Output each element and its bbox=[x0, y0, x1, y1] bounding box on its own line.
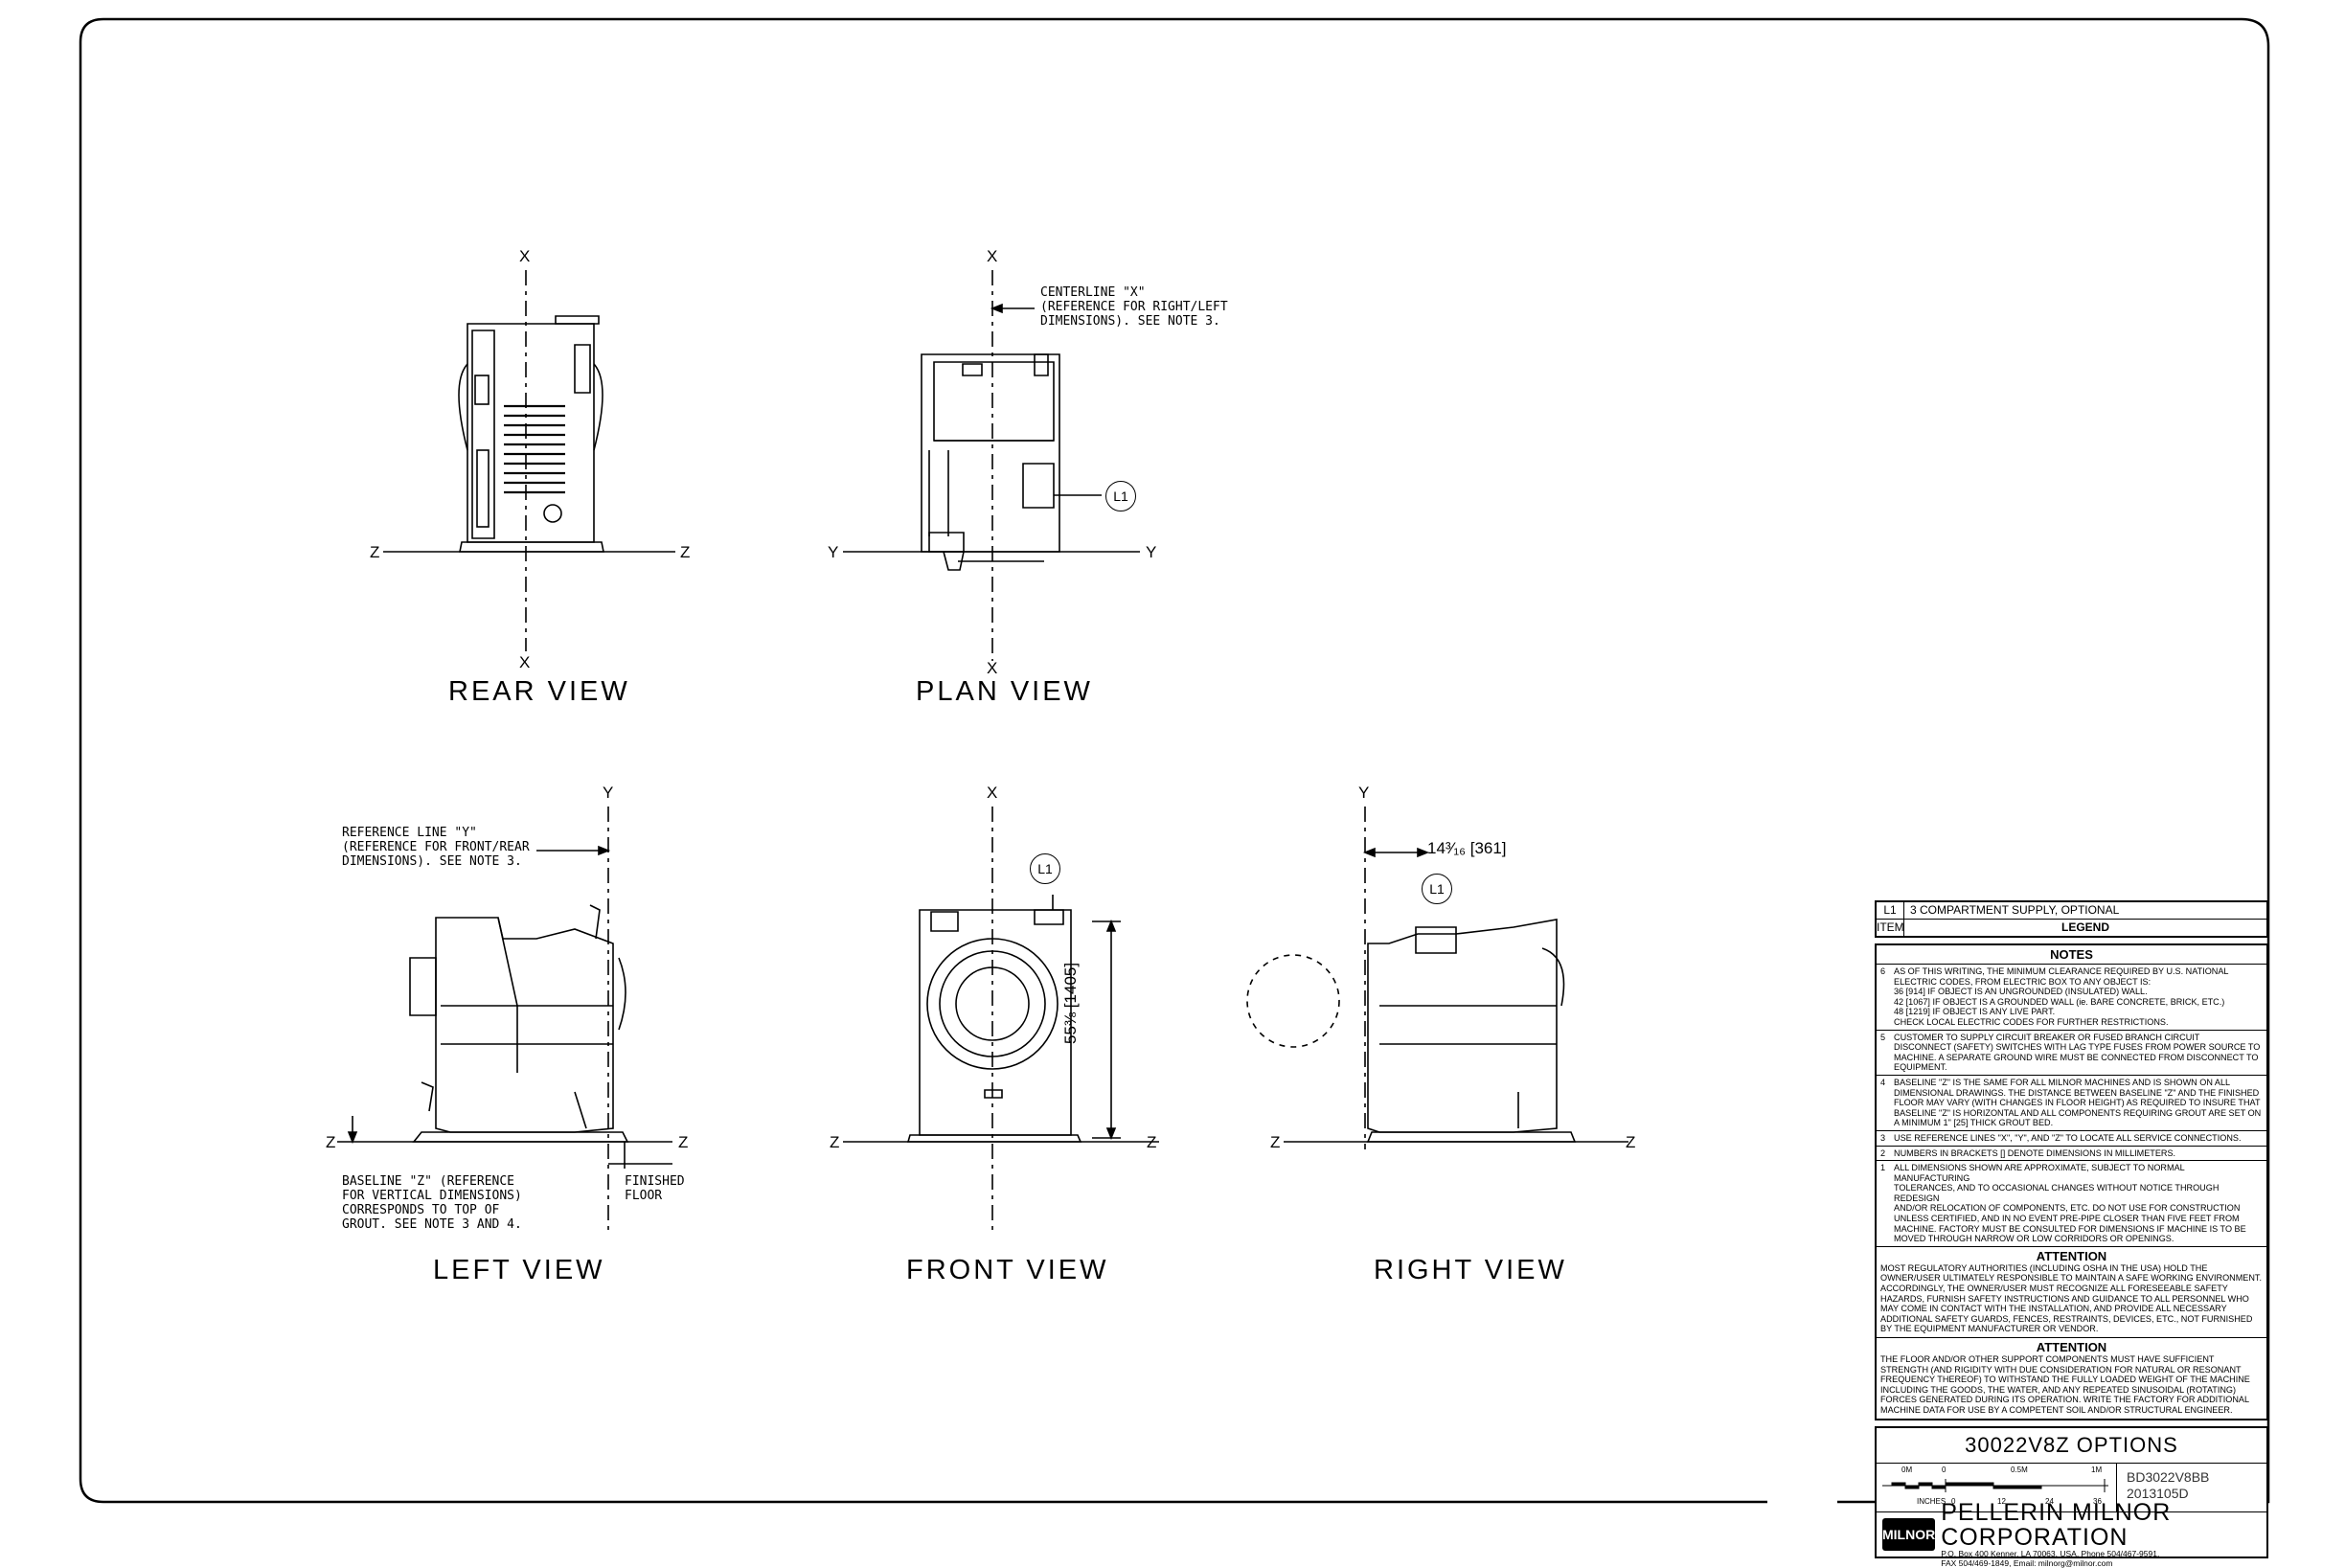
note-number: 6 bbox=[1880, 966, 1886, 976]
scale-label: 0.5M bbox=[2011, 1465, 2028, 1474]
scale-inch-label: 24 bbox=[2045, 1496, 2054, 1506]
front-height-dimension: 55⅜ [1405] bbox=[1061, 962, 1080, 1044]
right-view-title: RIGHT VIEW bbox=[1374, 1255, 1567, 1285]
note-number: 1 bbox=[1880, 1163, 1886, 1173]
note-text: BASELINE "Z" IS THE SAME FOR ALL MILNOR … bbox=[1894, 1077, 2262, 1128]
scale-inch-label: 12 bbox=[1997, 1496, 2006, 1506]
scale-bar-graphic bbox=[1882, 1478, 2108, 1492]
front-balloon-l1: L1 bbox=[1030, 853, 1060, 884]
plan-axis-y-right: Y bbox=[1146, 543, 1157, 561]
rear-view-drawing bbox=[383, 270, 675, 651]
right-view-drawing bbox=[1246, 807, 1628, 1149]
plan-axis-x-bottom: X bbox=[987, 659, 998, 677]
finished-floor-note: FINISHED FLOOR bbox=[625, 1174, 685, 1203]
scale-row: 0M 0 0.5M 1M INCHES 0 12 24 36 bbox=[1877, 1463, 2266, 1512]
rear-axis-x-bottom: X bbox=[519, 653, 531, 671]
right-balloon-l1: L1 bbox=[1422, 874, 1452, 904]
note-text: CUSTOMER TO SUPPLY CIRCUIT BREAKER OR FU… bbox=[1894, 1032, 2261, 1073]
front-axis-x: X bbox=[987, 784, 998, 802]
plan-axis-x-top: X bbox=[987, 247, 998, 265]
company-row: MILNOR PELLERIN MILNOR CORPORATION P.O. … bbox=[1877, 1500, 2266, 1567]
legend-header-row: ITEM LEGEND bbox=[1877, 920, 2266, 936]
drawing-revision: 2013105D bbox=[2127, 1485, 2189, 1501]
front-view-title: FRONT VIEW bbox=[906, 1255, 1109, 1285]
note-text: AS OF THIS WRITING, THE MINIMUM CLEARANC… bbox=[1894, 966, 2229, 1027]
baseline-z-note: BASELINE "Z" (REFERENCE FOR VERTICAL DIM… bbox=[342, 1174, 522, 1232]
note-item: 3 USE REFERENCE LINES "X", "Y", AND "Z" T… bbox=[1877, 1129, 2266, 1146]
centerline-x-note: CENTERLINE "X" (REFERENCE FOR RIGHT/LEFT… bbox=[1040, 285, 1228, 329]
note-number: 5 bbox=[1880, 1032, 1886, 1042]
attention-title: ATTENTION bbox=[1877, 1245, 2266, 1263]
attention-text: MOST REGULATORY AUTHORITIES (INCLUDING O… bbox=[1880, 1262, 2262, 1334]
note-item: 5 CUSTOMER TO SUPPLY CIRCUIT BREAKER OR F… bbox=[1877, 1029, 2266, 1075]
legend-header-item: ITEM bbox=[1877, 920, 1904, 936]
rear-axis-z-left: Z bbox=[370, 543, 380, 561]
drawing-title: 30022V8Z OPTIONS bbox=[1877, 1428, 2266, 1464]
rear-view-title: REAR VIEW bbox=[448, 676, 630, 707]
drawing-number-block: BD3022V8BB 2013105D bbox=[2117, 1464, 2266, 1511]
front-axis-z-left: Z bbox=[830, 1133, 840, 1151]
note-number: 3 bbox=[1880, 1132, 1886, 1143]
note-item: 6 AS OF THIS WRITING, THE MINIMUM CLEARAN… bbox=[1877, 964, 2266, 1030]
plan-view-title: PLAN VIEW bbox=[916, 676, 1093, 707]
note-number: 4 bbox=[1880, 1077, 1886, 1087]
left-axis-y: Y bbox=[603, 784, 614, 802]
legend-table: L1 3 COMPARTMENT SUPPLY, OPTIONAL ITEM L… bbox=[1875, 900, 2268, 938]
scale-label: 1M bbox=[2091, 1465, 2103, 1474]
left-axis-z-left: Z bbox=[326, 1133, 336, 1151]
notes-title: NOTES bbox=[2050, 947, 2093, 962]
attention-text: THE FLOOR AND/OR OTHER SUPPORT COMPONENT… bbox=[1880, 1354, 2250, 1415]
scale-inch-label: INCHES bbox=[1917, 1496, 1947, 1506]
note-number: 2 bbox=[1880, 1148, 1886, 1158]
company-address: P.O. Box 400 Kenner, LA 70063, USA, Phon… bbox=[1941, 1549, 2160, 1559]
scale-label: 0 bbox=[1942, 1465, 1947, 1474]
sheet-border bbox=[79, 17, 2270, 1504]
legend-header: LEGEND bbox=[2060, 920, 2109, 934]
note-text: USE REFERENCE LINES "X", "Y", AND "Z" TO… bbox=[1894, 1132, 2242, 1143]
drawing-sheet bbox=[79, 17, 2270, 1504]
right-offset-dimension: 14³⁄₁₆ [361] bbox=[1427, 839, 1507, 857]
right-axis-y: Y bbox=[1358, 784, 1370, 802]
plan-view-drawing bbox=[843, 270, 1140, 661]
legend-item-id: L1 bbox=[1877, 902, 1904, 919]
legend-item-text: 3 COMPARTMENT SUPPLY, OPTIONAL bbox=[1910, 903, 2120, 917]
company-contact: FAX 504/469-1849, Email: milnorg@milnor.… bbox=[1941, 1557, 2113, 1568]
note-text: ALL DIMENSIONS SHOWN ARE APPROXIMATE, SU… bbox=[1894, 1163, 2246, 1244]
legend-row: L1 3 COMPARTMENT SUPPLY, OPTIONAL bbox=[1877, 902, 2266, 920]
note-item: 4 BASELINE "Z" IS THE SAME FOR ALL MILNOR… bbox=[1877, 1074, 2266, 1130]
note-item: 2 NUMBERS IN BRACKETS [] DENOTE DIMENSION… bbox=[1877, 1145, 2266, 1161]
scale-inch-label: 0 bbox=[1951, 1496, 1956, 1506]
plan-axis-y-left: Y bbox=[828, 543, 839, 561]
notes-panel: NOTES 6 AS OF THIS WRITING, THE MINIMUM C… bbox=[1875, 943, 2268, 1420]
left-axis-z-right: Z bbox=[678, 1133, 689, 1151]
title-block: L1 3 COMPARTMENT SUPPLY, OPTIONAL ITEM L… bbox=[1875, 900, 2268, 1567]
drawing-info-block: 30022V8Z OPTIONS 0M 0 0.5M 1M INCHES bbox=[1875, 1425, 2268, 1567]
scale-bar: 0M 0 0.5M 1M INCHES 0 12 24 36 bbox=[1877, 1463, 2117, 1511]
plan-balloon-l1: L1 bbox=[1105, 481, 1136, 511]
front-axis-z-right: Z bbox=[1147, 1133, 1157, 1151]
left-view-drawing bbox=[337, 807, 672, 1236]
right-axis-z-left: Z bbox=[1270, 1133, 1281, 1151]
scale-inch-label: 36 bbox=[2093, 1496, 2102, 1506]
left-view-title: LEFT VIEW bbox=[433, 1255, 605, 1285]
reference-line-y-note: REFERENCE LINE "Y" (REFERENCE FOR FRONT/… bbox=[342, 826, 530, 869]
right-axis-z-right: Z bbox=[1626, 1133, 1636, 1151]
scale-label: 0M bbox=[1901, 1465, 1913, 1474]
milnor-logo: MILNOR bbox=[1882, 1517, 1936, 1551]
note-item: 1 ALL DIMENSIONS SHOWN ARE APPROXIMATE, S… bbox=[1877, 1160, 2266, 1246]
rear-axis-x-top: X bbox=[519, 247, 531, 265]
rear-axis-z-right: Z bbox=[680, 543, 691, 561]
drawing-number: BD3022V8BB bbox=[2127, 1468, 2210, 1485]
note-text: NUMBERS IN BRACKETS [] DENOTE DIMENSIONS… bbox=[1894, 1148, 2176, 1158]
front-view-drawing bbox=[843, 807, 1159, 1236]
attention-title: ATTENTION bbox=[1877, 1337, 2266, 1354]
